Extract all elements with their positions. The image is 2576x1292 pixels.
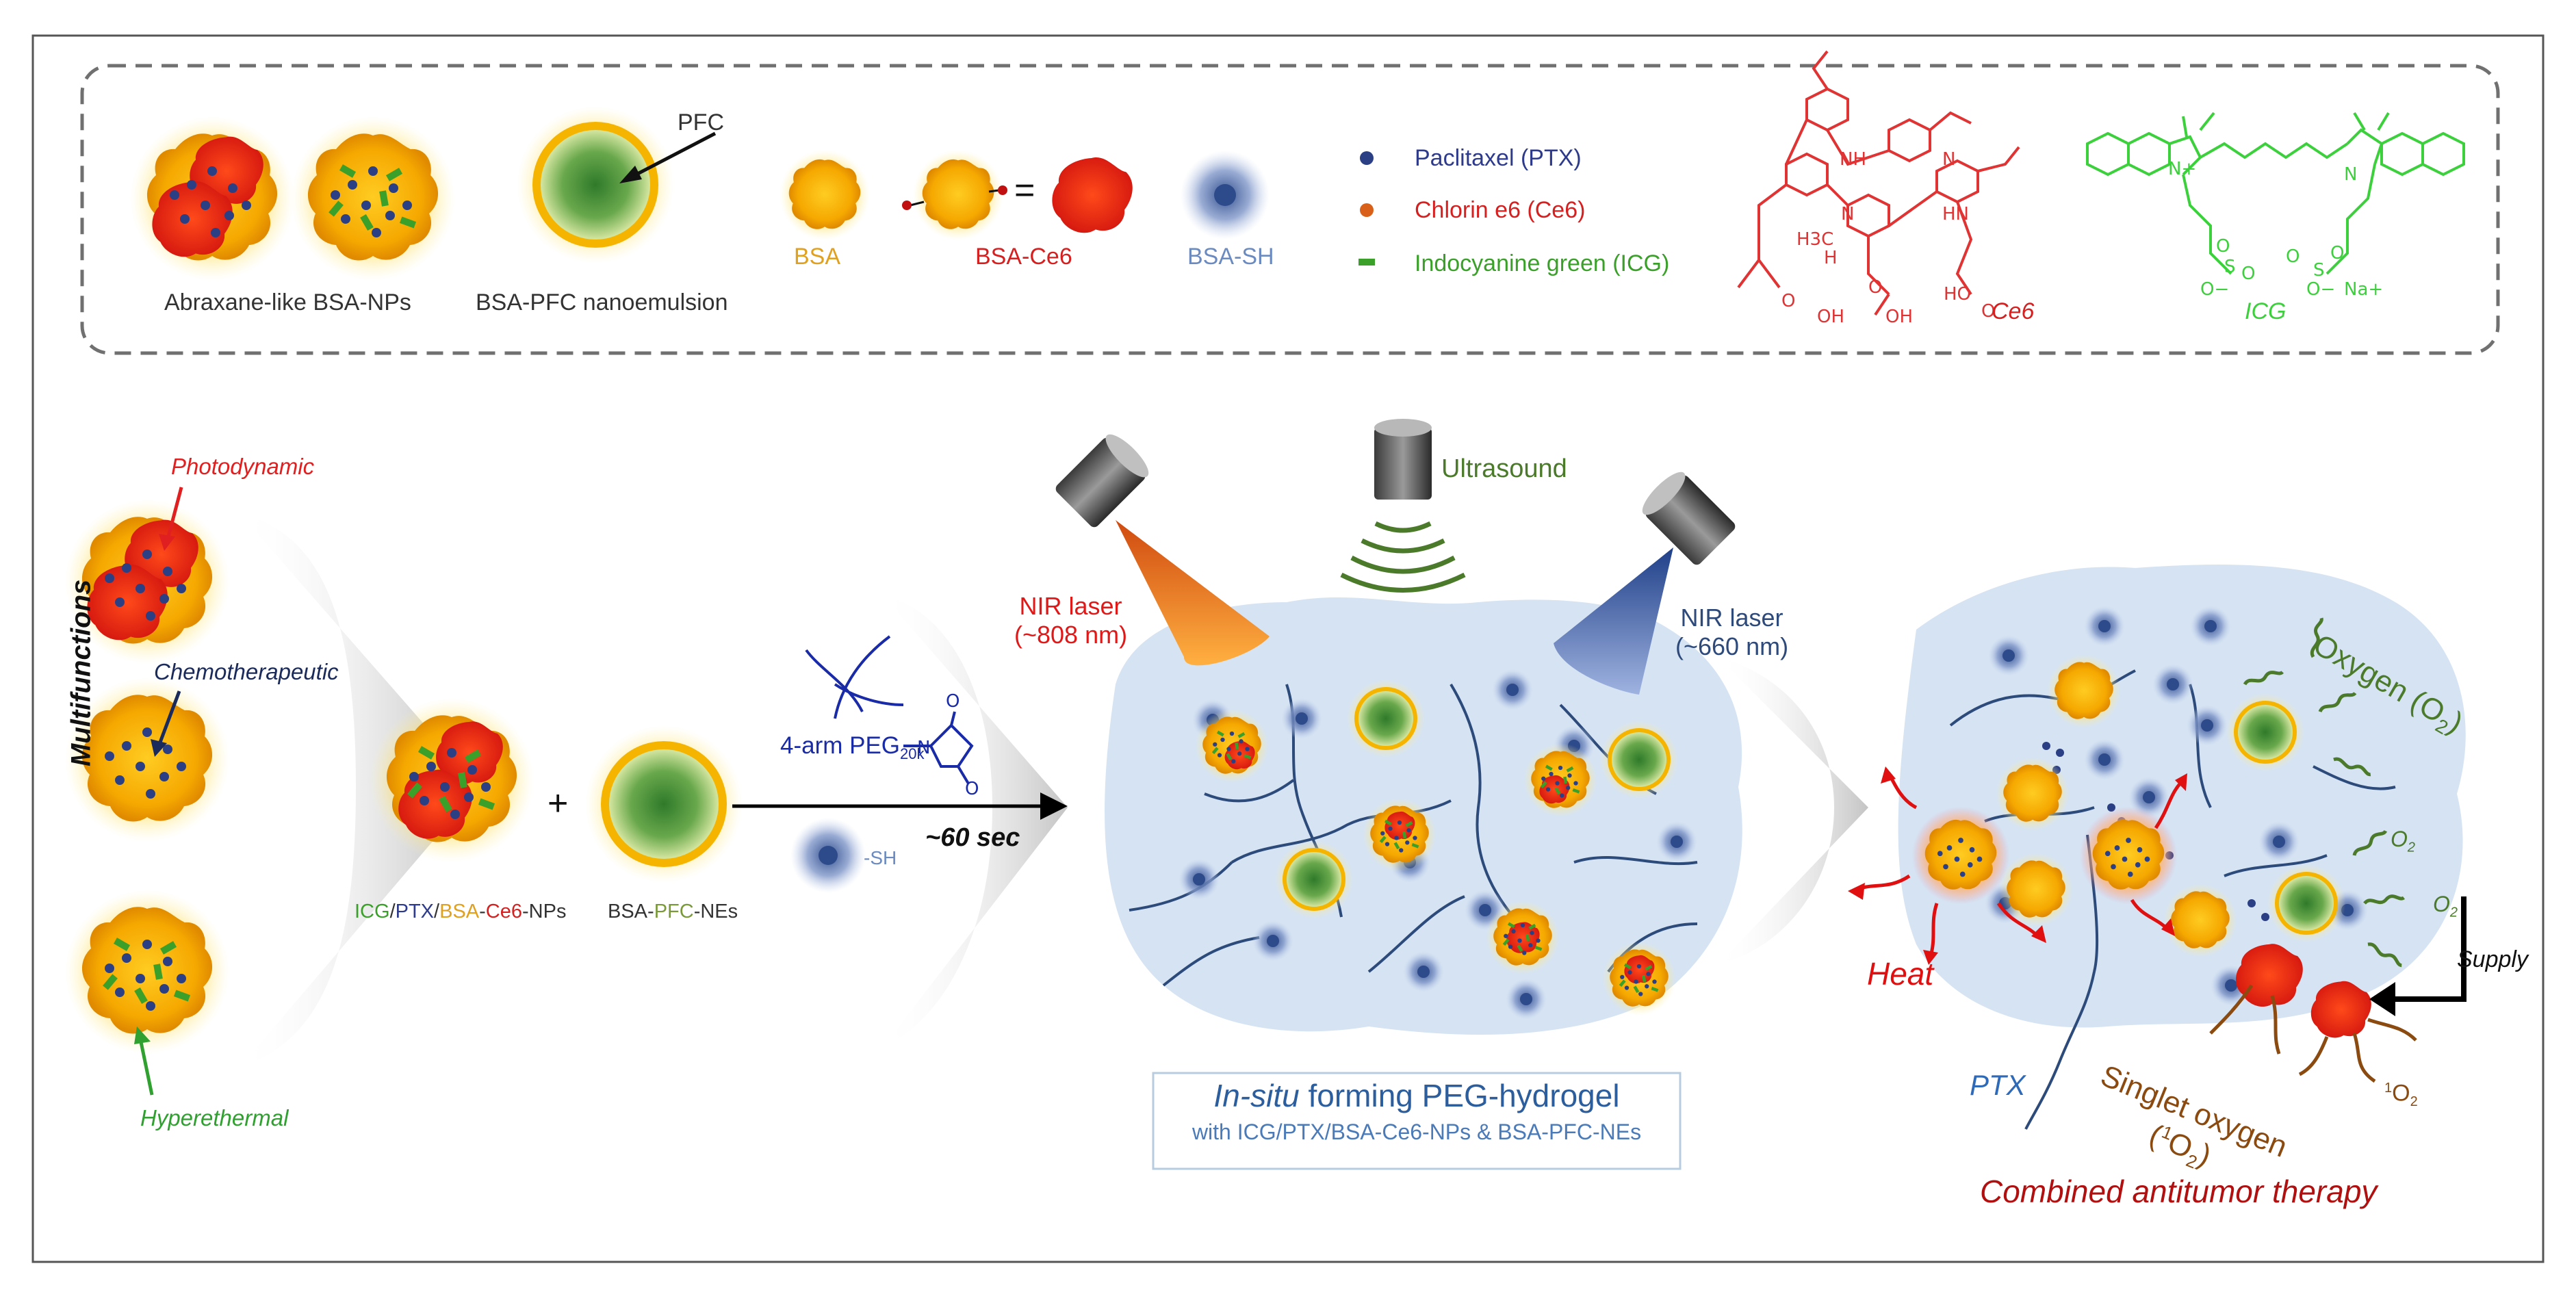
hydrogel-caption-sub: with ICG/PTX/BSA-Ce6-NPs & BSA-PFC-NEs bbox=[1192, 1120, 1642, 1144]
np-label-slash2: / bbox=[434, 901, 440, 922]
sh-label: -SH bbox=[864, 847, 897, 868]
bsa-ce6-label: BSA-Ce6 bbox=[975, 244, 1072, 270]
chemotherapeutic-label: Chemotherapeutic bbox=[154, 659, 339, 684]
ultrasound-label: Ultrasound bbox=[1441, 454, 1567, 483]
ce6-hn: HN bbox=[1942, 204, 1969, 224]
ce6-oh1: OH bbox=[1817, 307, 1845, 327]
one-o2-o: O bbox=[2392, 1080, 2410, 1107]
ce6-n1: N bbox=[1942, 149, 1956, 170]
icg-na: Na+ bbox=[2344, 279, 2384, 300]
one-o2-sup: 1 bbox=[2384, 1081, 2393, 1096]
time-label: ~60 sec bbox=[925, 823, 1020, 852]
ne-label-bsa: BSA- bbox=[608, 901, 654, 922]
icg-o1: O bbox=[2216, 236, 2230, 257]
ce6-o3: O bbox=[1981, 301, 1996, 322]
laser-808-line1: NIR laser bbox=[1019, 592, 1122, 620]
plus-sign: + bbox=[548, 784, 569, 823]
ce6-nh: NH bbox=[1840, 149, 1866, 170]
ce6-structure-name: Ce6 bbox=[1992, 298, 2035, 324]
laser-808-line2: (~808 nm) bbox=[1014, 621, 1128, 649]
peg-label-sub: 20k bbox=[900, 745, 925, 762]
photodynamic-label: Photodynamic bbox=[171, 454, 315, 479]
icg-o3: O bbox=[2286, 246, 2300, 267]
ce6-h3c: H3C bbox=[1796, 229, 1834, 250]
np-label-rest: -NPs bbox=[522, 901, 567, 922]
ptx-label: PTX bbox=[1970, 1069, 2026, 1101]
pfc-pointer-label: PFC bbox=[678, 109, 724, 135]
o2-label-b: O2 bbox=[2433, 893, 2458, 919]
legend-key-ptx: Paclitaxel (PTX) bbox=[1415, 145, 1582, 171]
ce6-h: H bbox=[1824, 248, 1838, 268]
ce6-oh2: OH bbox=[1885, 307, 1914, 327]
ne-label-pfc: PFC bbox=[654, 901, 694, 922]
ce6-ho: HO bbox=[1944, 284, 1972, 305]
hydrogel-caption: In-situ forming PEG-hydrogel with ICG/PT… bbox=[1153, 1080, 1680, 1143]
o2-label-a: O2 bbox=[2391, 828, 2415, 854]
o2-b-sub: 2 bbox=[2449, 905, 2458, 920]
heat-label: Heat bbox=[1867, 956, 1934, 992]
icg-o2: O bbox=[2241, 263, 2256, 284]
icg-n: N bbox=[2344, 164, 2358, 185]
laser-808-label: NIR laser (~808 nm) bbox=[1014, 594, 1127, 647]
bsa-sh-label: BSA-SH bbox=[1187, 244, 1274, 270]
ne-label-rest: -NEs bbox=[693, 901, 738, 922]
one-o2-sub: 2 bbox=[2410, 1094, 2418, 1110]
nanoemulsion-label: BSA-PFC nanoemulsion bbox=[476, 289, 728, 315]
o2-a-sub: 2 bbox=[2407, 840, 2416, 855]
peg-label-text: 4-arm PEG bbox=[780, 732, 901, 759]
np-label: ICG/PTX/BSA-Ce6-NPs bbox=[355, 902, 566, 922]
laser-660-label: NIR laser (~660 nm) bbox=[1675, 606, 1788, 659]
icg-s1: S bbox=[2224, 257, 2236, 277]
hyperthermal-label: Hyperethermal bbox=[140, 1105, 289, 1130]
icg-ominus1: O− bbox=[2200, 279, 2230, 300]
np-label-slash1: / bbox=[389, 901, 396, 922]
icg-structure-name: ICG bbox=[2245, 298, 2287, 324]
icg-nplus: N+ bbox=[2168, 159, 2197, 179]
ne-label: BSA-PFC-NEs bbox=[608, 902, 738, 922]
ce6-n2: N bbox=[1841, 204, 1855, 224]
ce6-o2: O bbox=[1868, 277, 1883, 298]
legend-key-ce6: Chlorin e6 (Ce6) bbox=[1415, 197, 1586, 223]
o2-a-text: O bbox=[2391, 827, 2408, 851]
one-o2-label: 1O2 bbox=[2384, 1081, 2418, 1109]
np-label-ptx: PTX bbox=[395, 901, 435, 922]
hydrogel-caption-rest: forming PEG-hydrogel bbox=[1299, 1078, 1620, 1113]
abraxane-label: Abraxane-like BSA-NPs bbox=[164, 289, 411, 315]
np-label-icg: ICG bbox=[355, 901, 390, 922]
icg-o4: O bbox=[2330, 243, 2345, 263]
multifunctions-label: Multifunctions bbox=[66, 579, 96, 766]
np-label-ce6: Ce6 bbox=[485, 901, 522, 922]
laser-660-line2: (~660 nm) bbox=[1675, 632, 1789, 660]
maleimide-n: N bbox=[917, 738, 931, 758]
combined-therapy-label: Combined antitumor therapy bbox=[1980, 1174, 2378, 1209]
supply-label: Supply bbox=[2457, 946, 2528, 972]
icg-s2: S bbox=[2313, 260, 2325, 281]
laser-660-line1: NIR laser bbox=[1680, 604, 1783, 632]
bsa-label: BSA bbox=[794, 244, 841, 270]
hydrogel-caption-italic: In-situ bbox=[1213, 1078, 1300, 1113]
equals-sign: = bbox=[1014, 170, 1035, 210]
maleimide-o1: O bbox=[946, 691, 960, 712]
legend-key-icg: Indocyanine green (ICG) bbox=[1415, 250, 1670, 276]
icg-ominus2: O− bbox=[2306, 279, 2336, 300]
peg-label: 4-arm PEG20k bbox=[780, 734, 925, 762]
np-label-dash: - bbox=[479, 901, 486, 922]
o2-b-text: O bbox=[2433, 892, 2450, 916]
maleimide-o2: O bbox=[965, 779, 979, 799]
ce6-o1: O bbox=[1781, 291, 1796, 311]
np-label-bsa: BSA bbox=[439, 901, 480, 922]
